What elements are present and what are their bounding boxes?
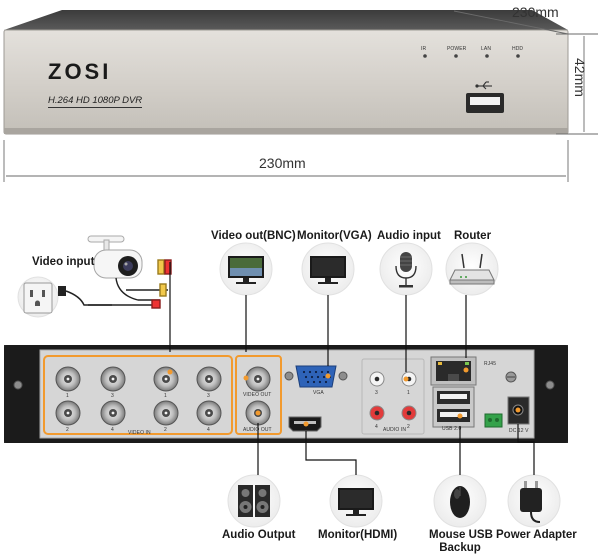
audio-num-3: 4: [375, 424, 378, 430]
brand-logo: ZOSI: [48, 59, 112, 84]
audio-num-1: 3: [375, 390, 378, 396]
indicator-ir-label: IR: [421, 46, 427, 52]
video-out-silk: VIDEO OUT: [243, 392, 272, 398]
dimension-front-width: 230mm: [259, 155, 306, 171]
connection-lines: [169, 262, 535, 475]
audio-output-label: Audio Output: [222, 529, 296, 541]
power-adapter-label: Power Adapter: [496, 529, 577, 541]
camera-cables: [88, 259, 172, 309]
dc-silk: DC 12 V: [509, 428, 529, 434]
bnc-connectors: [55, 366, 271, 426]
router-label: Router: [454, 230, 492, 242]
security-camera-icon: [87, 235, 143, 279]
bnc-num-3: 1: [164, 393, 167, 399]
bnc-num-1: 1: [66, 393, 69, 399]
rear-dvr: [4, 345, 568, 443]
audio-num-2: 1: [407, 390, 410, 396]
indicator-power-label: POWER: [447, 46, 467, 52]
connection-dots: [167, 367, 521, 427]
vga-port: [284, 365, 348, 388]
camera-power-adapter-icon: [58, 286, 112, 306]
rj45-silk: RJ45: [484, 361, 497, 367]
bnc-num-6: 4: [111, 427, 114, 433]
monitor-vga-label: Monitor(VGA): [297, 230, 372, 242]
mouse-usb-line-2: Backup: [439, 542, 481, 554]
audio-num-4: 2: [407, 424, 410, 430]
mouse-usb-line-1: Mouse USB: [429, 529, 493, 541]
dimension-lines: [3, 10, 598, 182]
rj45-usb-ports: [430, 356, 530, 428]
mouse-icon: [450, 486, 470, 518]
audio-in-silk: AUDIO IN: [383, 427, 407, 433]
audio-out-silk: AUDIO OUT: [243, 427, 272, 433]
monitor-hdmi-label: Monitor(HDMI): [318, 529, 398, 541]
microphone-icon: [395, 252, 417, 288]
indicator-lan-label: LAN: [481, 46, 492, 52]
indicator-hdd-label: HDD: [512, 46, 524, 52]
video-out-bnc-label: Video out(BNC): [211, 230, 296, 242]
speakers-icon: [238, 485, 270, 517]
video-out-monitor-icon: [228, 256, 264, 284]
vga-silk: VGA: [313, 390, 324, 396]
dimension-top-depth: 230mm: [512, 4, 559, 20]
bnc-num-8: 4: [207, 427, 210, 433]
vga-monitor-icon: [310, 256, 346, 284]
bnc-num-2: 3: [111, 393, 114, 399]
audio-input-label: Audio input: [377, 230, 441, 242]
audio-in-ports: [361, 358, 425, 435]
bnc-num-4: 3: [207, 393, 210, 399]
model-label: H.264 HD 1080P DVR: [48, 95, 143, 108]
usb-silk: USB 2.0: [442, 426, 462, 432]
video-in-silk: VIDEO IN: [128, 430, 151, 436]
bnc-num-7: 2: [164, 427, 167, 433]
dimension-height: 42mm: [572, 58, 588, 97]
bnc-num-5: 2: [66, 427, 69, 433]
router-icon: [449, 253, 495, 285]
hdmi-monitor-icon: [338, 488, 374, 516]
wall-outlet-icon: [23, 282, 53, 314]
video-input-label: Video input: [32, 256, 95, 268]
power-adapter-icon: [520, 481, 542, 523]
mouse-usb-label: Mouse USB Backup: [429, 529, 493, 555]
front-dvr: [3, 10, 569, 135]
